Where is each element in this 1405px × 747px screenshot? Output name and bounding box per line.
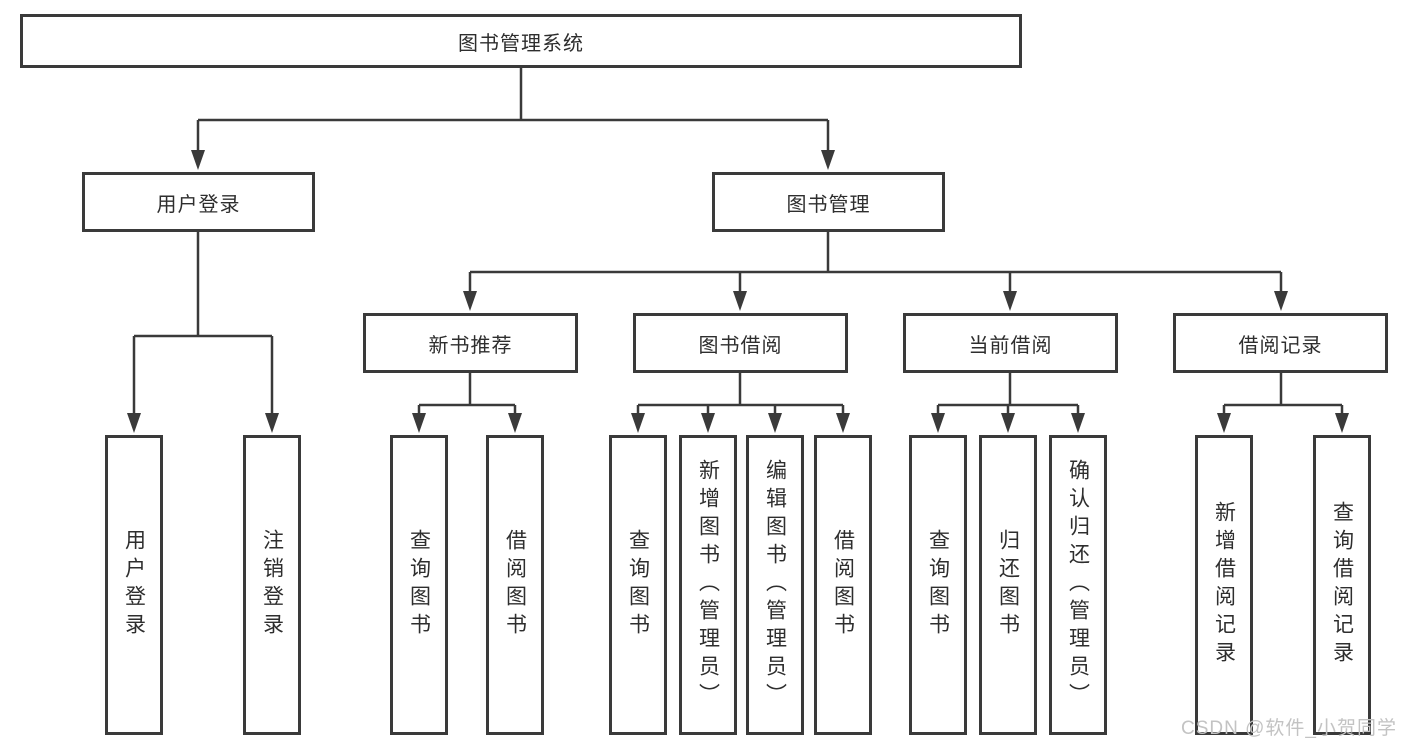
leaf-query-borrow-record: 查询借阅记录: [1313, 435, 1371, 735]
node-library-management-system: 图书管理系统: [20, 14, 1022, 68]
leaf-edit-books-admin: 编辑图书（管理员）: [746, 435, 804, 735]
node-borrow-records: 借阅记录: [1173, 313, 1388, 373]
node-label: 借阅图书: [503, 529, 527, 641]
node-new-book-recommend: 新书推荐: [363, 313, 578, 373]
node-label: 用户登录: [156, 193, 241, 216]
node-label: 图书管理系统: [458, 32, 584, 55]
leaf-borrow-books: 借阅图书: [814, 435, 872, 735]
node-label: 查询图书: [626, 529, 650, 641]
arrowheads: [127, 150, 1349, 433]
node-label: 新增借阅记录: [1212, 501, 1236, 669]
leaf-query-books-current: 查询图书: [909, 435, 967, 735]
node-label: 借阅记录: [1238, 334, 1323, 357]
node-book-borrow: 图书借阅: [633, 313, 848, 373]
leaf-query-books-borrow: 查询图书: [609, 435, 667, 735]
leaf-confirm-return-admin: 确认归还（管理员）: [1049, 435, 1107, 735]
node-label: 用户登录: [122, 529, 146, 641]
node-book-management: 图书管理: [712, 172, 945, 232]
node-current-borrow: 当前借阅: [903, 313, 1118, 373]
node-label: 归还图书: [996, 529, 1020, 641]
node-label: 新增图书（管理员）: [696, 459, 720, 711]
leaf-return-books: 归还图书: [979, 435, 1037, 735]
node-label: 当前借阅: [968, 334, 1053, 357]
node-label: 图书借阅: [698, 334, 783, 357]
leaf-add-books-admin: 新增图书（管理员）: [679, 435, 737, 735]
node-user-login: 用户登录: [82, 172, 315, 232]
node-label: 编辑图书（管理员）: [763, 459, 787, 711]
node-label: 查询借阅记录: [1330, 501, 1354, 669]
node-label: 借阅图书: [831, 529, 855, 641]
node-label: 查询图书: [926, 529, 950, 641]
node-label: 查询图书: [407, 529, 431, 641]
node-label: 确认归还（管理员）: [1066, 459, 1090, 711]
node-label: 注销登录: [260, 529, 284, 641]
leaf-user-login: 用户登录: [105, 435, 163, 735]
leaf-borrow-books-recommend: 借阅图书: [486, 435, 544, 735]
leaf-add-borrow-record: 新增借阅记录: [1195, 435, 1253, 735]
leaf-logout: 注销登录: [243, 435, 301, 735]
leaf-query-books-recommend: 查询图书: [390, 435, 448, 735]
node-label: 新书推荐: [428, 334, 513, 357]
node-label: 图书管理: [786, 193, 871, 216]
